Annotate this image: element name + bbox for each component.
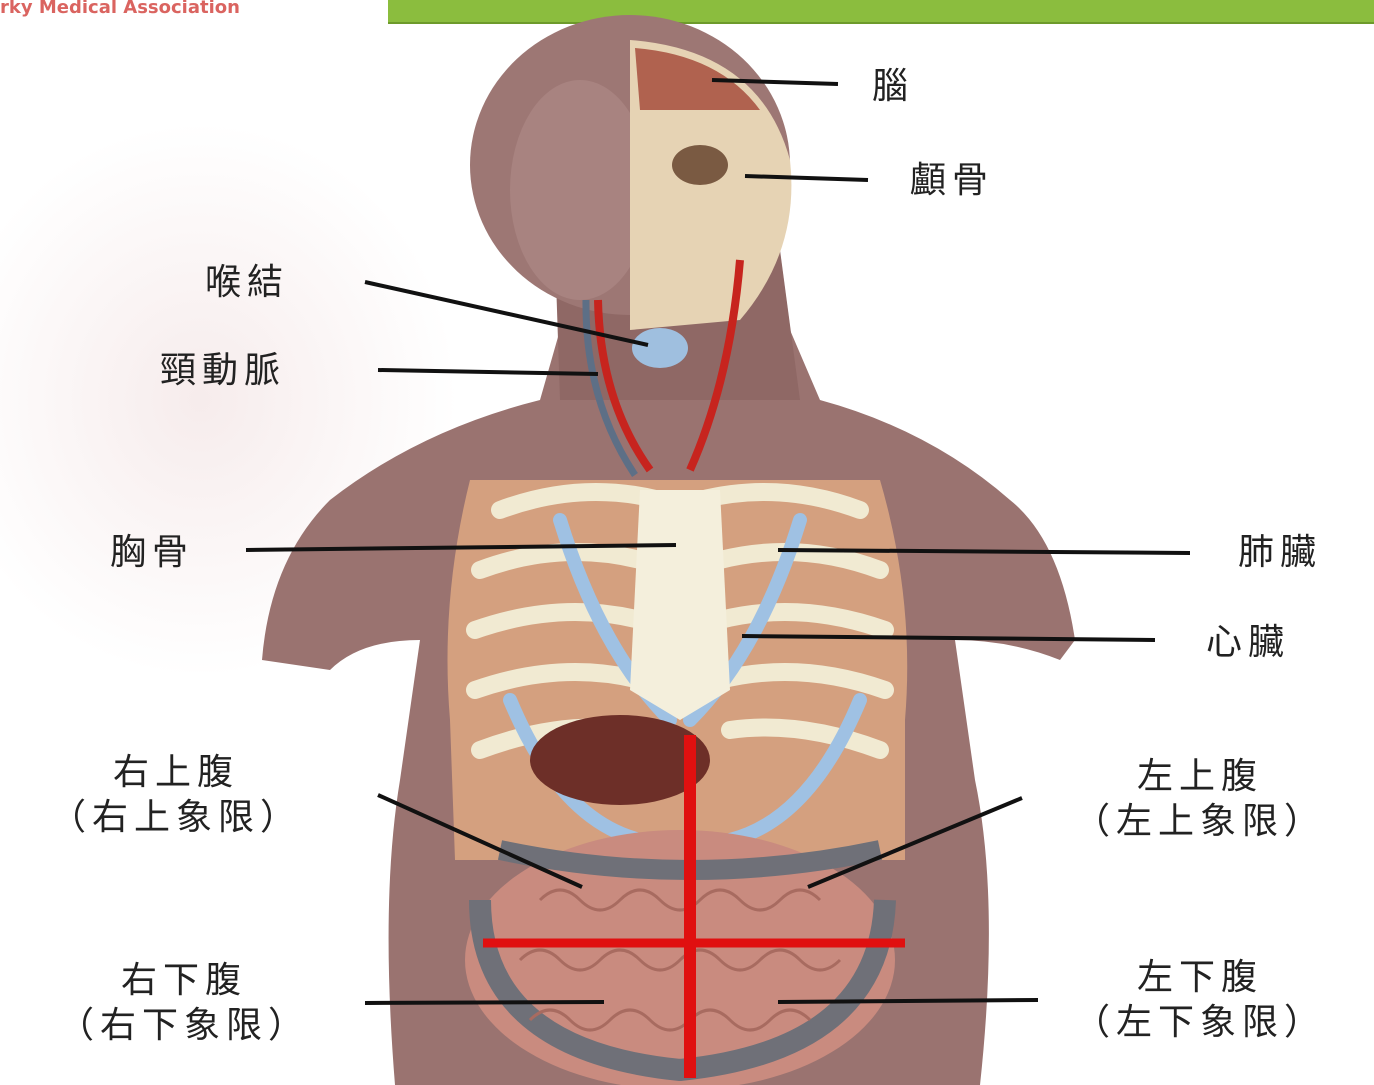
rlq-subtitle: （右下象限） (14, 1003, 354, 1048)
label-skull: 顱骨 (910, 158, 994, 203)
ruq-subtitle: （右上象限） (6, 795, 346, 840)
label-lungs: 肺臟 (1238, 530, 1322, 575)
ruq-title: 右上腹 (6, 750, 346, 795)
label-brain: 腦 (872, 64, 914, 109)
leader-llq (778, 1000, 1038, 1002)
label-left-upper-quadrant: 左上腹 （左上象限） (1030, 754, 1370, 844)
liver (530, 715, 710, 805)
label-right-lower-quadrant: 右下腹 （右下象限） (14, 958, 354, 1048)
llq-title: 左下腹 (1030, 955, 1370, 1000)
sternum-bone (630, 490, 730, 720)
label-carotid: 頸動脈 (160, 348, 286, 393)
rlq-title: 右下腹 (14, 958, 354, 1003)
label-larynx: 喉結 (205, 260, 289, 305)
eye-socket (672, 145, 728, 185)
label-heart: 心臟 (1206, 620, 1290, 665)
label-right-upper-quadrant: 右上腹 （右上象限） (6, 750, 346, 840)
luq-subtitle: （左上象限） (1030, 799, 1370, 844)
llq-subtitle: （左下象限） (1030, 1000, 1370, 1045)
face (510, 80, 650, 300)
luq-title: 左上腹 (1030, 754, 1370, 799)
larynx-shape (632, 328, 688, 368)
label-left-lower-quadrant: 左下腹 （左下象限） (1030, 955, 1370, 1045)
label-sternum: 胸骨 (110, 530, 194, 575)
leader-rlq (365, 1002, 604, 1003)
